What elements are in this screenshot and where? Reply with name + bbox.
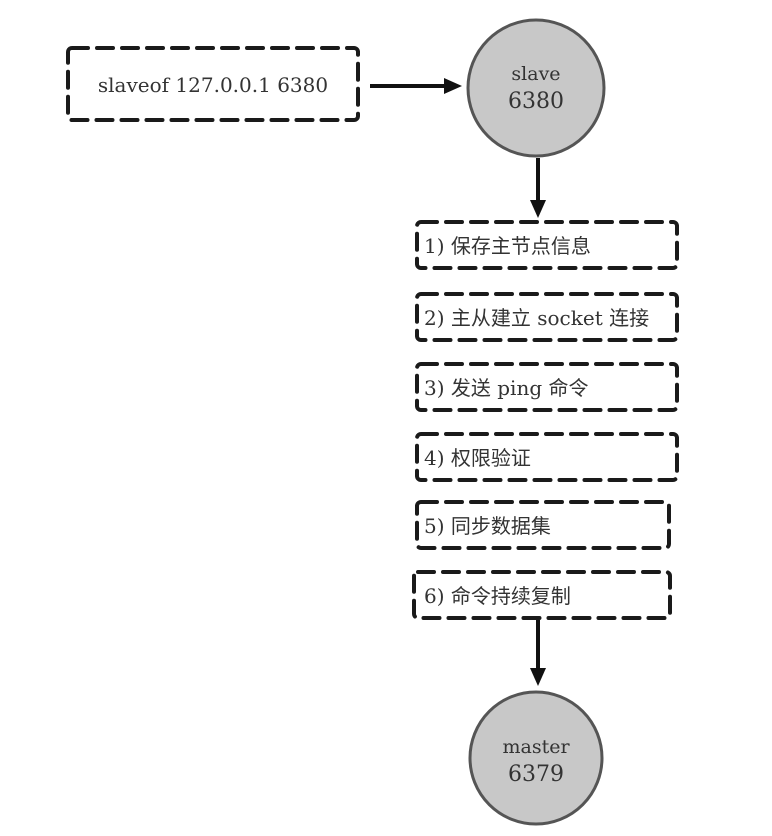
arrow-slave-to-steps: [530, 158, 546, 218]
step-6: 6) 命令持续复制: [412, 570, 672, 620]
arrow-head: [530, 668, 546, 686]
arrow-head: [530, 200, 546, 218]
step-box: [415, 362, 679, 412]
steps-list: 1) 保存主节点信息 2) 主从建立 socket 连接 3) 发送 ping …: [412, 220, 679, 620]
step-label: 4) 权限验证: [424, 446, 531, 470]
step-box: [415, 432, 679, 482]
step-label: 6) 命令持续复制: [424, 584, 571, 608]
arrow-head: [444, 78, 462, 94]
master-node-role: master: [502, 736, 570, 758]
step-2: 2) 主从建立 socket 连接: [415, 292, 679, 342]
step-box: [412, 570, 672, 620]
master-node-port: 6379: [508, 762, 564, 787]
slave-node: slave 6380: [466, 18, 606, 158]
step-5: 5) 同步数据集: [415, 500, 671, 550]
step-box: [415, 220, 679, 270]
arrow-command-to-slave: [370, 78, 462, 94]
step-label: 5) 同步数据集: [424, 514, 551, 538]
slave-node-port: 6380: [508, 89, 564, 114]
slave-node-circle: [466, 18, 606, 158]
step-box: [415, 500, 671, 550]
step-box: [415, 292, 679, 342]
arrow-steps-to-master: [530, 620, 546, 686]
step-3: 3) 发送 ping 命令: [415, 362, 679, 412]
command-box-border: [66, 46, 360, 122]
master-node-circle: [468, 690, 604, 826]
slave-node-role: slave: [511, 63, 560, 85]
command-text: slaveof 127.0.0.1 6380: [98, 73, 328, 97]
step-label: 2) 主从建立 socket 连接: [424, 306, 649, 330]
step-label: 3) 发送 ping 命令: [424, 376, 588, 400]
step-1: 1) 保存主节点信息: [415, 220, 679, 270]
master-node: master 6379: [468, 690, 604, 826]
command-box: slaveof 127.0.0.1 6380: [66, 46, 360, 122]
step-4: 4) 权限验证: [415, 432, 679, 482]
step-label: 1) 保存主节点信息: [424, 234, 591, 258]
